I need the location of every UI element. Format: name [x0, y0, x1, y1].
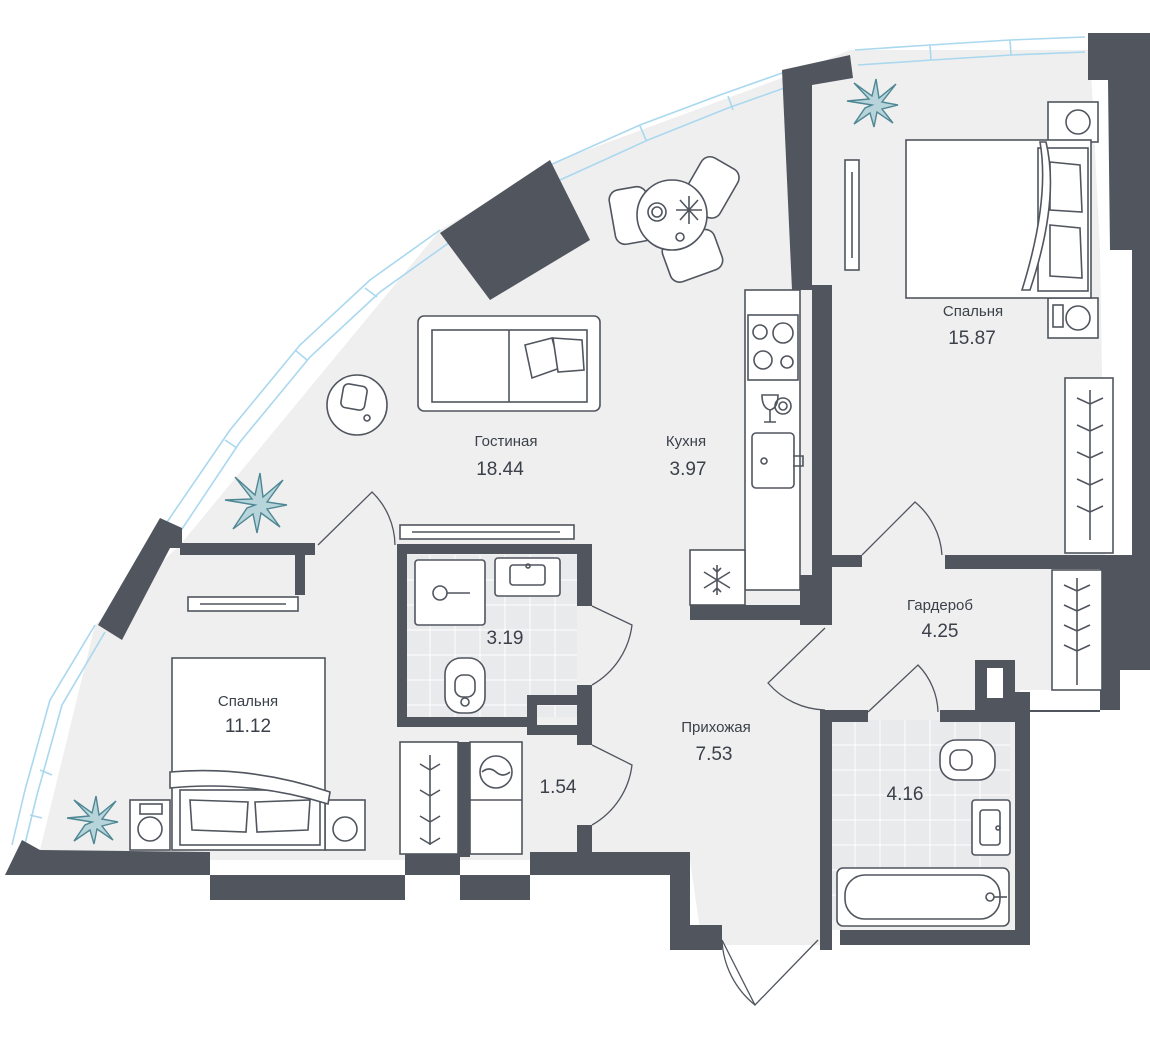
washing-machine-icon [469, 741, 523, 855]
plant-icon [846, 78, 899, 128]
wardrobe-shelves [1064, 377, 1114, 554]
dining-table-icon [608, 155, 740, 283]
plant-icon [224, 472, 288, 534]
tv-unit [399, 524, 575, 540]
tv-unit [187, 596, 299, 612]
room-name-kitchen: Кухня [666, 433, 706, 450]
window-strip [11, 36, 1086, 849]
wine-glass-icon [761, 394, 792, 423]
sink-icon [751, 432, 804, 489]
doors [317, 491, 943, 1007]
sink-icon [494, 557, 561, 597]
toilet-icon [939, 739, 996, 781]
room-area-storage: 1.54 [540, 777, 577, 798]
room-name-living: Гостиная [475, 433, 538, 450]
wardrobe-shelves [1051, 569, 1103, 691]
room-area-bedroom1: 15.87 [948, 328, 996, 349]
shower-tray [414, 559, 486, 626]
tv-unit [844, 159, 860, 271]
room-area-hallway: 7.53 [696, 744, 733, 765]
bed-icon [129, 657, 366, 851]
room-area-bedroom2: 11.12 [225, 716, 271, 737]
room-name-wardrobe: Гардероб [907, 597, 973, 614]
bed-icon [905, 101, 1099, 339]
room-name-bedroom2: Спальня [218, 693, 278, 710]
coffee-table [326, 374, 388, 436]
room-name-bedroom1: Спальня [943, 303, 1003, 320]
bathtub-icon [836, 867, 1010, 927]
sink-icon [971, 799, 1011, 856]
room-area-bathroom2: 4.16 [887, 784, 924, 805]
snowflake-icon [703, 565, 731, 595]
room-area-bathroom1: 3.19 [487, 628, 524, 649]
storage-shelves [399, 741, 459, 855]
room-name-hallway: Прихожая [681, 719, 751, 736]
sofa-icon [417, 315, 601, 412]
toilet-icon [444, 657, 486, 714]
room-area-kitchen: 3.97 [670, 459, 707, 480]
plant-icon [66, 795, 119, 845]
room-area-living: 18.44 [476, 459, 524, 480]
stove-icon [747, 314, 799, 381]
room-area-wardrobe: 4.25 [922, 621, 959, 642]
